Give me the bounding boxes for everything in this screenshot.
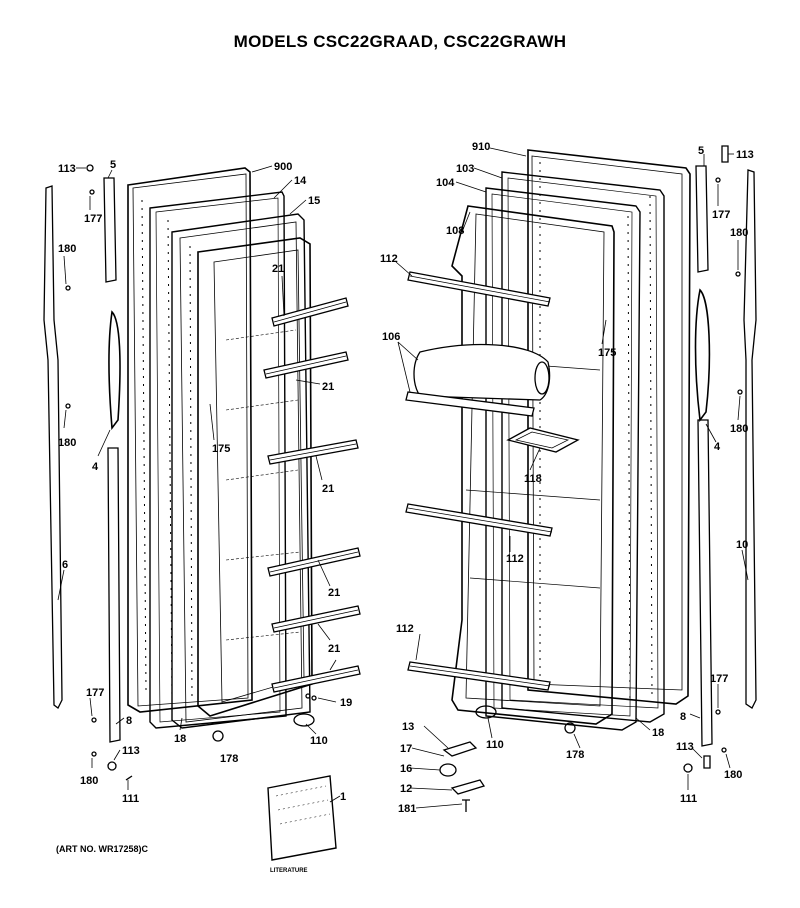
literature-label: LITERATURE [270,868,308,874]
fresh-food-outer-door-panel [527,149,691,705]
callout-180: 180 [58,243,76,255]
callout-10: 10 [736,539,748,551]
door-shelf-1 [271,297,349,327]
callout-113: 113 [676,741,694,753]
fresh-food-shelf-bottom [407,661,551,691]
callout-175: 175 [212,443,230,455]
callout-5: 5 [698,145,704,157]
callout-177: 177 [712,209,730,221]
callout-16: 16 [400,763,412,775]
callout-18: 18 [652,727,664,739]
freezer-gasket [149,191,287,729]
hinge-hardware [212,693,576,812]
callout-111: 111 [122,793,139,805]
callout-21: 21 [328,643,340,655]
butter-tray [506,427,580,453]
callout-labels: 113 5 177 180 180 4 6 177 8 113 180 111 … [58,141,754,874]
freezer-outer-door-panel [127,167,253,713]
callout-178: 178 [566,749,584,761]
fresh-food-handle-grip [694,288,711,423]
callout-106: 106 [382,331,400,343]
callout-113: 113 [58,163,76,175]
freezer-door-shelves [263,297,361,693]
freezer-handle-parts [43,164,133,781]
freezer-door-assembly [127,167,313,729]
callout-178: 178 [220,753,238,765]
callout-900: 900 [274,161,292,173]
freezer-handle-upper-strip [103,177,117,283]
callout-175: 175 [598,347,616,359]
fresh-food-handle-trim [743,169,757,709]
fresh-food-inner-liner [451,205,615,725]
callout-113: 113 [122,745,140,757]
callout-19: 19 [340,697,352,709]
dairy-compartment [405,343,551,417]
fresh-food-door-liner [485,187,641,731]
callout-8: 8 [680,711,686,723]
freezer-handle-lower-strip [107,447,121,743]
callout-6: 6 [62,559,68,571]
callout-180: 180 [730,227,748,239]
callout-180: 180 [80,775,98,787]
callout-112: 112 [506,553,524,565]
callout-108: 108 [446,225,464,237]
callout-180: 180 [730,423,748,435]
fresh-food-shelves [405,271,580,691]
door-shelf-4 [267,547,361,577]
callout-177: 177 [710,673,728,685]
door-shelf-2 [263,351,349,379]
fresh-food-shelf-top [407,271,551,307]
callout-181: 181 [398,803,416,815]
fresh-food-handle-upper-strip [695,165,709,273]
callout-13: 13 [402,721,414,733]
door-shelf-5 [271,605,361,633]
leader-lines [57,147,749,809]
fresh-food-door-assembly [451,149,691,731]
callout-4: 4 [92,461,99,473]
diagram-title: MODELS CSC22GRAAD, CSC22GRAWH [233,32,567,51]
freezer-door-liner [171,213,311,729]
callout-104: 104 [436,177,455,189]
callout-111: 111 [680,793,697,805]
literature-packet [267,775,337,861]
fresh-food-shelf-middle [405,503,553,537]
fresh-food-gasket [501,171,665,723]
callout-21: 21 [328,587,340,599]
callout-5: 5 [110,159,116,171]
callout-118: 118 [524,473,542,485]
fresh-food-handle-lower-strip [697,419,713,747]
callout-180: 180 [58,437,76,449]
door-shelf-3 [267,439,359,465]
freezer-handle-trim [43,185,63,709]
callout-1: 1 [340,791,346,803]
callout-110: 110 [310,735,328,747]
freezer-handle-grip [108,310,121,431]
callout-112: 112 [396,623,414,635]
callout-12: 12 [400,783,412,795]
callout-910: 910 [472,141,490,153]
callout-21: 21 [322,483,334,495]
callout-177: 177 [84,213,102,225]
callout-113: 113 [736,149,754,161]
callout-177: 177 [86,687,104,699]
freezer-screw-top [86,164,94,172]
callout-112: 112 [380,253,398,265]
callout-8: 8 [126,715,132,727]
callout-21: 21 [322,381,334,393]
callout-103: 103 [456,163,474,175]
callout-15: 15 [308,195,320,207]
callout-14: 14 [294,175,307,187]
callout-180: 180 [724,769,742,781]
callout-18: 18 [174,733,186,745]
door-shelf-6 [271,665,361,693]
callout-17: 17 [400,743,412,755]
callout-110: 110 [486,739,504,751]
callout-21: 21 [272,263,284,275]
callout-4: 4 [714,441,721,453]
fresh-food-handle-parts [683,145,757,773]
art-number: (ART NO. WR17258)C [56,844,149,854]
